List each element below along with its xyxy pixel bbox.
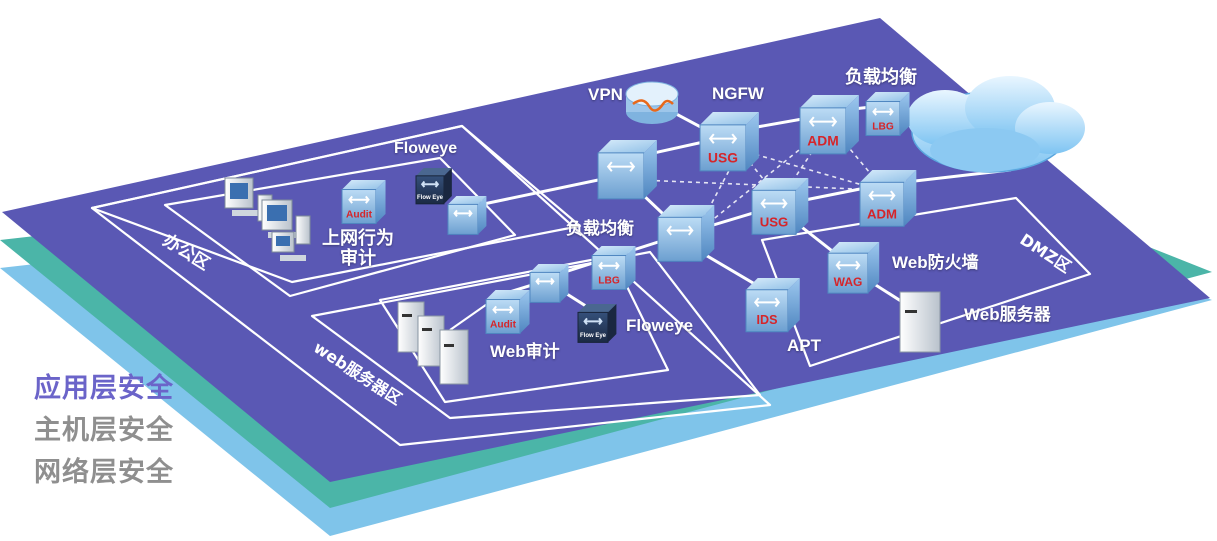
lbg-badge-text: LBG [872,121,894,132]
cloud-icon [907,76,1085,173]
audit-badge-text: Audit [346,209,373,220]
legend-host-layer: 主机层安全 [34,415,174,446]
lbg-icon: LBG [865,92,910,137]
adm-badge-text: ADM [867,206,897,221]
switch-icon [657,205,715,262]
apt-label: APT [787,336,821,355]
audit-icon: Audit [485,290,530,335]
adm-badge-text: ADM [807,134,838,149]
web-server-label: Web服务器 [964,305,1051,324]
ids-icon: IDS [745,278,800,333]
web-firewall-label: Web防火墙 [892,253,979,272]
audit-icon: Audit [341,180,386,225]
usg-firewall-badge-text: USG [708,151,738,166]
adm-icon: ADM [859,170,917,227]
ids-badge-text: IDS [757,313,778,327]
main-big-outline [90,124,772,447]
vpn-router-icon [625,81,679,124]
web-audit-label: Web审计 [490,342,560,361]
wag-icon: WAG [827,242,880,294]
ngfw-label: NGFW [712,84,764,103]
floweye-badge-text: Flow Eye [580,333,607,339]
dashed-link [739,149,881,191]
load-balance-mid-label: 负载均衡 [566,219,634,238]
switch-icon [529,264,569,303]
usg-firewall-icon: USG [751,178,809,235]
pc-icon [271,231,306,261]
vpn-label: VPN [588,85,623,104]
lbg-icon: LBG [591,246,636,291]
server-icon [439,329,469,385]
floweye-icon: Flow Eye [577,304,617,343]
load-balance-top-label: 负载均衡 [845,67,917,87]
floweye-bottom-label: Floweye [626,316,694,335]
behavior-audit-line1: 上网行为 [322,228,394,248]
floweye-top-label: Floweye [394,140,458,157]
wag-badge-text: WAG [834,275,863,289]
switch-icon [447,196,487,235]
usg-firewall-badge-text: USG [760,214,789,229]
lbg-badge-text: LBG [598,275,620,286]
behavior-audit-line2: 审计 [340,248,376,268]
adm-icon: ADM [799,95,859,155]
floweye-badge-text: Flow Eye [417,195,444,201]
dashed-link [699,149,741,226]
switch-icon [597,140,657,200]
server-icon [899,291,941,353]
audit-badge-text: Audit [490,319,517,330]
legend-app-layer: 应用层安全 [34,373,174,404]
legend-network-layer: 网络层安全 [34,457,174,488]
office-inner-outline [163,156,517,298]
behavior-audit-label: 上网行为 审计 [322,228,394,268]
usg-firewall-icon: USG [699,112,759,172]
floweye-icon: Flow Eye [415,168,452,205]
